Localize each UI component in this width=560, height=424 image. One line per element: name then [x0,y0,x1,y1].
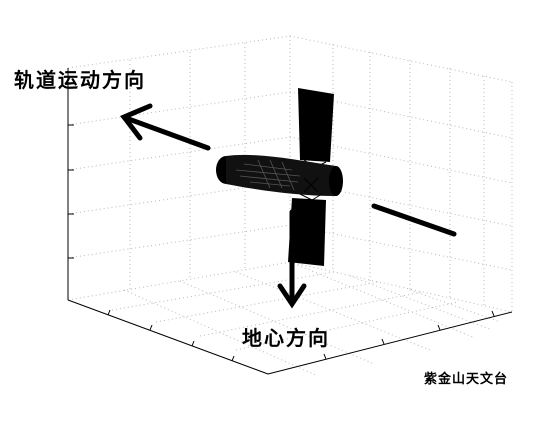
grid-lines [67,35,513,377]
lower-solar-panel [288,193,326,266]
orbit-direction-arrow [120,103,211,151]
credit-label: 紫金山天文台 [424,372,509,387]
orbit-direction-label: 轨道运动方向 [14,68,146,92]
satellite-body [216,154,343,196]
rear-bar [371,203,457,237]
upper-solar-panel [298,88,334,169]
earth-direction-arrow [277,209,307,309]
axes [67,68,513,375]
earth-direction-label: 地心方向 [242,326,330,350]
